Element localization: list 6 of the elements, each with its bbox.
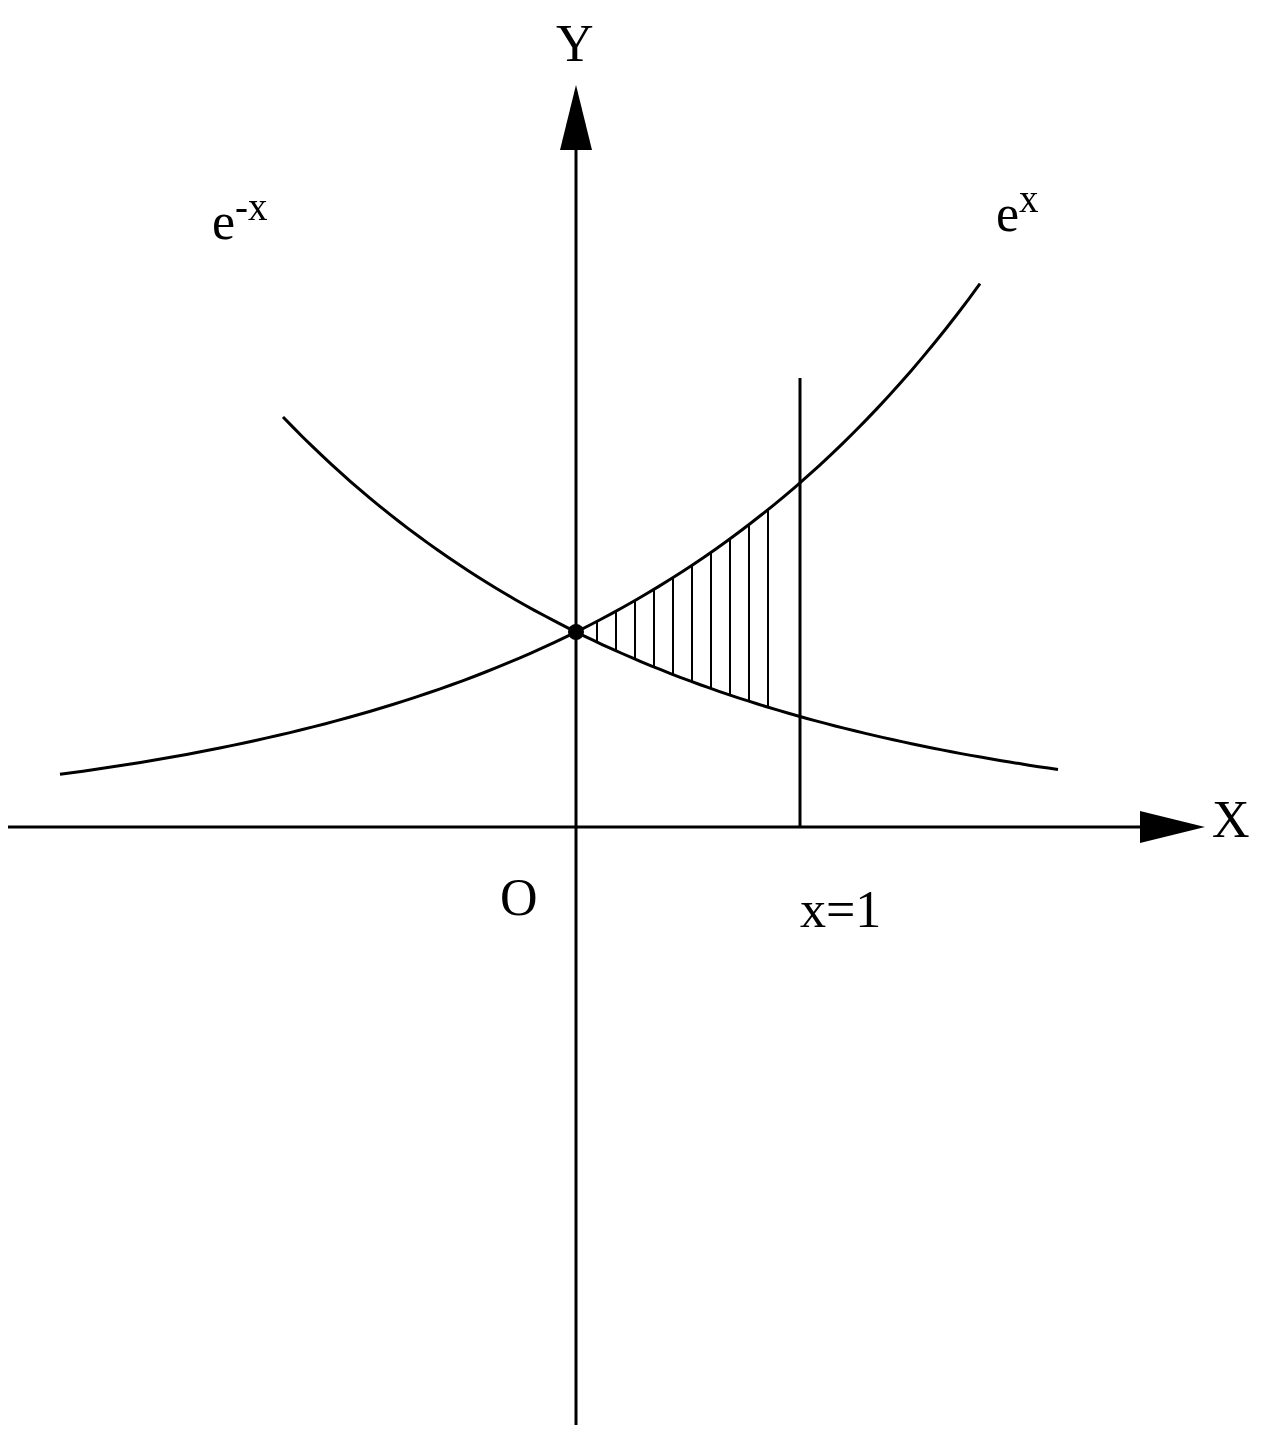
axis-label: X [1212, 794, 1250, 846]
axis-label: e$^{-x}$ [212, 196, 268, 248]
axis-label: Y [556, 18, 594, 70]
axis-label: O [500, 872, 538, 924]
axis-label: e$^{x}$ [996, 188, 1039, 240]
axis-label: x=1 [800, 884, 882, 936]
